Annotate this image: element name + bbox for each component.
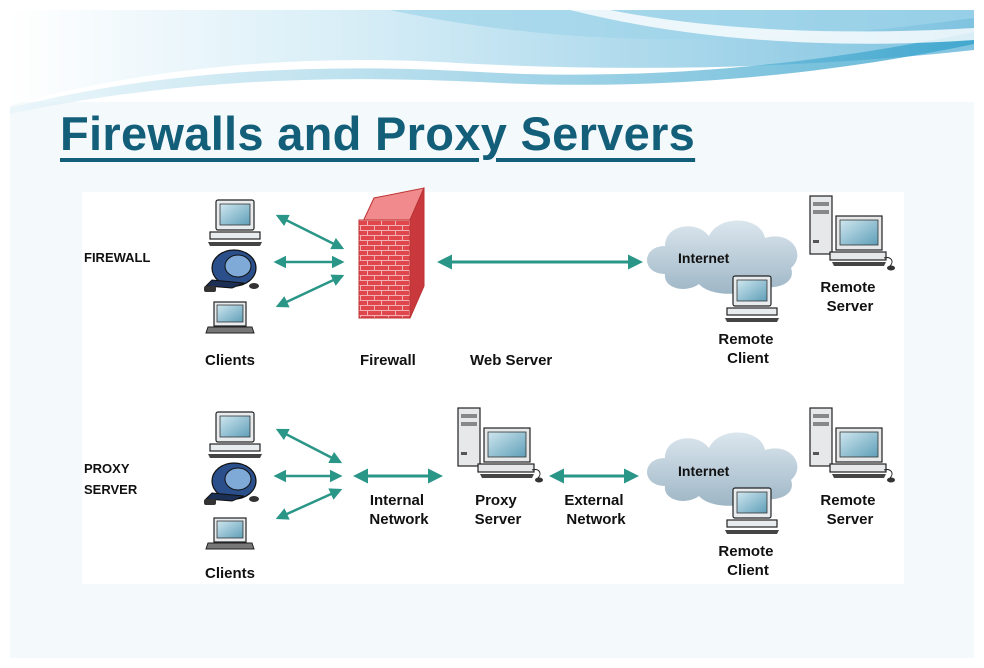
brick-wall-icon xyxy=(358,187,425,319)
clients-label: Clients xyxy=(205,565,255,582)
clients-label: Clients xyxy=(205,352,255,369)
internal-network-label: Internal Network xyxy=(369,492,429,528)
desktop-computer-icon xyxy=(724,275,780,323)
remote-client-label: Remote Client xyxy=(718,543,777,579)
mouse-shaped-computer-icon xyxy=(203,249,260,293)
remote-client-label: Remote Client xyxy=(718,331,777,367)
external-network-label: External Network xyxy=(564,492,627,528)
firewall-label: Firewall xyxy=(360,352,416,369)
decorative-wave-banner xyxy=(10,10,974,114)
firewall-section-label: FIREWALL xyxy=(84,250,150,265)
laptop-icon xyxy=(205,517,255,550)
proxy-server-label: Proxy Server xyxy=(475,492,522,528)
laptop-icon xyxy=(205,301,255,334)
client-link-arrow xyxy=(275,488,343,520)
slide-title: Firewalls and Proxy Servers xyxy=(60,107,696,160)
mouse-shaped-computer-icon xyxy=(203,462,260,506)
tower-server-icon xyxy=(809,407,896,484)
internet-label: Internet xyxy=(678,463,730,479)
client-link-arrow xyxy=(275,428,343,464)
tower-server-icon xyxy=(809,195,896,272)
desktop-computer-icon xyxy=(207,411,263,459)
client-link-arrow xyxy=(275,274,345,308)
web-server-label: Web Server xyxy=(470,352,552,369)
remote-server-label: Remote Server xyxy=(820,279,879,315)
client-link-arrow xyxy=(275,214,345,250)
internet-label: Internet xyxy=(678,250,730,266)
desktop-computer-icon xyxy=(724,487,780,535)
proxy-section-label: PROXY SERVER xyxy=(84,461,138,497)
remote-server-label: Remote Server xyxy=(820,492,879,528)
tower-server-icon xyxy=(457,407,544,484)
desktop-computer-icon xyxy=(207,199,263,247)
